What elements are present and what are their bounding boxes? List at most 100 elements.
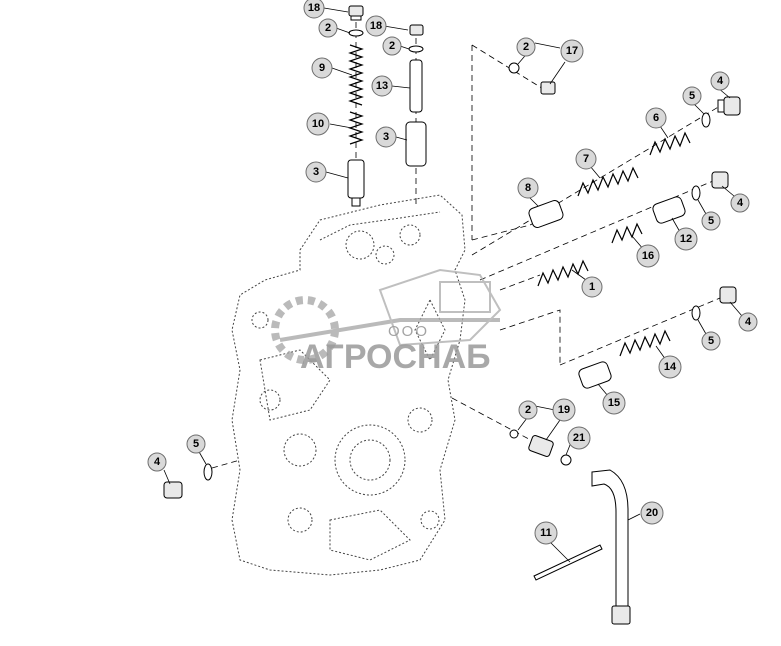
callout-11: 11 — [534, 521, 558, 545]
svg-text:1: 1 — [589, 281, 595, 293]
leader-lines — [163, 7, 743, 563]
callout-13: 13 — [371, 75, 393, 97]
svg-text:8: 8 — [525, 182, 531, 194]
svg-text:17: 17 — [566, 45, 578, 57]
callout-20: 20 — [640, 501, 664, 525]
spring-16 — [611, 222, 643, 244]
watermark-logo — [271, 268, 502, 364]
svg-text:9: 9 — [319, 62, 325, 74]
callout-16: 16 — [636, 244, 660, 268]
spool-12 — [652, 196, 686, 224]
svg-text:11: 11 — [540, 527, 552, 539]
svg-text:3: 3 — [383, 131, 389, 143]
callout-2-low: 2 — [518, 400, 538, 420]
svg-text:18: 18 — [308, 2, 320, 14]
svg-text:7: 7 — [583, 153, 589, 165]
fitting-19 — [528, 435, 554, 457]
svg-text:4: 4 — [717, 75, 724, 87]
callout-15: 15 — [602, 391, 626, 415]
svg-text:10: 10 — [312, 118, 324, 130]
plug-4-mid — [711, 171, 729, 189]
svg-text:2: 2 — [325, 22, 331, 34]
callout-21: 21 — [567, 426, 591, 450]
callout-18-left: 18 — [303, 0, 325, 19]
spool-8 — [528, 200, 564, 228]
o-ring-2-right — [408, 45, 424, 53]
callout-4-mid: 4 — [730, 193, 750, 213]
spring-7 — [577, 166, 639, 197]
pin-11 — [533, 544, 603, 581]
svg-text:18: 18 — [370, 20, 382, 32]
tube-20 — [591, 469, 631, 625]
plug-18-right — [409, 24, 424, 36]
callout-10: 10 — [306, 112, 330, 136]
spool-3-left — [347, 159, 365, 207]
svg-text:13: 13 — [376, 80, 388, 92]
callout-7: 7 — [575, 148, 597, 170]
o-ring-5-mid — [691, 185, 701, 201]
plug-17 — [540, 81, 556, 95]
spool-3-right — [405, 121, 427, 167]
svg-text:12: 12 — [680, 233, 692, 245]
spring-1 — [537, 259, 589, 287]
callout-6: 6 — [645, 107, 667, 129]
o-ring-2-top — [508, 62, 520, 74]
svg-text:2: 2 — [389, 40, 395, 52]
o-ring-5-low — [691, 305, 701, 321]
callout-1: 1 — [581, 276, 603, 298]
callout-5-top: 5 — [682, 86, 702, 106]
svg-text:3: 3 — [313, 166, 319, 178]
assembly-lines — [211, 12, 731, 469]
callout-2-top: 2 — [516, 37, 536, 57]
svg-text:15: 15 — [608, 397, 620, 409]
plug-4-left — [163, 481, 183, 499]
callout-4-left: 4 — [147, 452, 167, 472]
plug-4-top — [717, 96, 741, 116]
o-ring-5-top — [701, 112, 711, 128]
callout-2-left: 2 — [318, 18, 338, 38]
callout-5-mid: 5 — [701, 211, 721, 231]
o-ring-5-left — [203, 463, 213, 481]
valve-housing — [231, 194, 466, 576]
callout-4-low: 4 — [738, 312, 758, 332]
svg-text:5: 5 — [193, 438, 199, 450]
svg-text:4: 4 — [745, 316, 752, 328]
svg-text:5: 5 — [708, 335, 714, 347]
callout-2-right: 2 — [382, 36, 402, 56]
svg-text:19: 19 — [558, 404, 570, 416]
plug-4-low — [719, 286, 737, 304]
svg-text:6: 6 — [653, 112, 659, 124]
spring-9 — [348, 44, 364, 106]
callout-5-low: 5 — [701, 331, 721, 351]
plug-18-left — [348, 5, 364, 21]
watermark-prefix: ООО — [388, 323, 429, 340]
callout-14: 14 — [658, 355, 682, 379]
callout-17: 17 — [560, 39, 584, 63]
callout-4-top: 4 — [710, 71, 730, 91]
callout-8: 8 — [517, 177, 539, 199]
callout-3-left: 3 — [305, 161, 327, 183]
svg-text:2: 2 — [525, 404, 531, 416]
o-ring-21 — [560, 454, 572, 466]
spring-6 — [649, 131, 691, 156]
spool-15 — [578, 361, 612, 389]
o-ring-2-left — [348, 29, 364, 37]
callout-18-right: 18 — [365, 15, 387, 37]
svg-text:4: 4 — [154, 456, 161, 468]
svg-text:14: 14 — [664, 361, 677, 373]
callout-5-left: 5 — [186, 434, 206, 454]
callout-12: 12 — [674, 227, 698, 251]
svg-text:16: 16 — [642, 250, 654, 262]
svg-text:21: 21 — [573, 432, 585, 444]
callout-19: 19 — [552, 398, 576, 422]
svg-text:5: 5 — [689, 90, 695, 102]
svg-text:4: 4 — [737, 197, 744, 209]
svg-text:2: 2 — [523, 41, 529, 53]
pin-13 — [409, 59, 423, 113]
svg-text:5: 5 — [708, 215, 714, 227]
svg-text:20: 20 — [646, 507, 658, 519]
watermark-company-name: АГРОСНАБ — [300, 338, 491, 376]
spring-14 — [619, 329, 671, 357]
callout-3-right: 3 — [375, 126, 397, 148]
